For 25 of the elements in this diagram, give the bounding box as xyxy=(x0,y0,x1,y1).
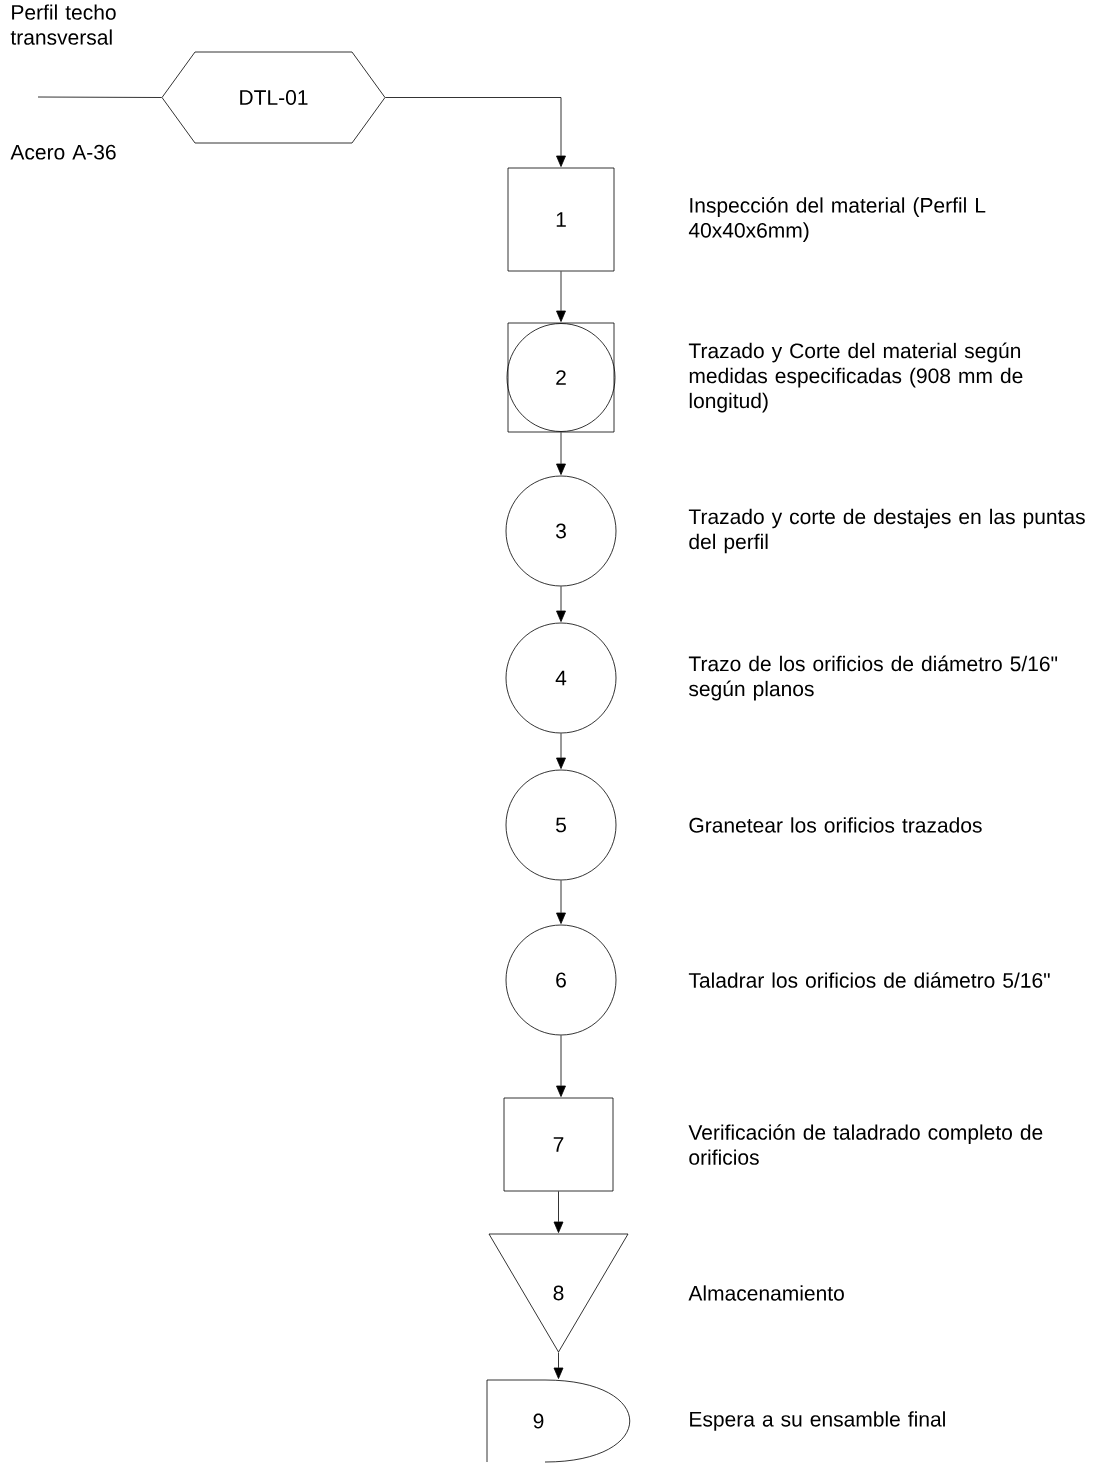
hexagon-node: DTL-01 xyxy=(161,51,386,144)
storage-triangle: 8 xyxy=(488,1233,629,1353)
step-description: Verificación de taladrado completo de orificios xyxy=(688,1124,1043,1165)
connector xyxy=(556,271,566,322)
connector xyxy=(37,96,162,98)
connector xyxy=(556,733,566,769)
step-description: Inspección del material (Perfil L 40x40x6mm) xyxy=(688,197,986,242)
side-label: Acero A-36 xyxy=(10,144,116,160)
step-description: Trazado y corte de destajes en las puntas del perfil xyxy=(688,508,1085,554)
connector xyxy=(556,432,566,475)
step-description: Trazado y Corte del material según medidas especificadas (908 mm de longitud) xyxy=(688,342,1023,413)
connector xyxy=(385,97,566,167)
side-label: Perfil techo transversal xyxy=(10,4,116,45)
connector xyxy=(556,586,566,622)
connector xyxy=(553,1191,564,1233)
inspection-box: 7 xyxy=(503,1097,614,1192)
inspection-box: 1 xyxy=(507,167,615,272)
step-description: Granetear los orificios trazados xyxy=(689,817,982,833)
connector xyxy=(556,1035,566,1097)
connector xyxy=(553,1352,564,1379)
step-description: Espera a su ensamble final xyxy=(690,1411,945,1431)
connector xyxy=(556,880,566,924)
step-description: Trazo de los orificios de diámetro 5/16" según planos xyxy=(688,655,1058,701)
step-description: Taladrar los orificios de diámetro 5/16" xyxy=(688,972,1050,988)
step-description: Almacenamiento xyxy=(688,1285,844,1301)
